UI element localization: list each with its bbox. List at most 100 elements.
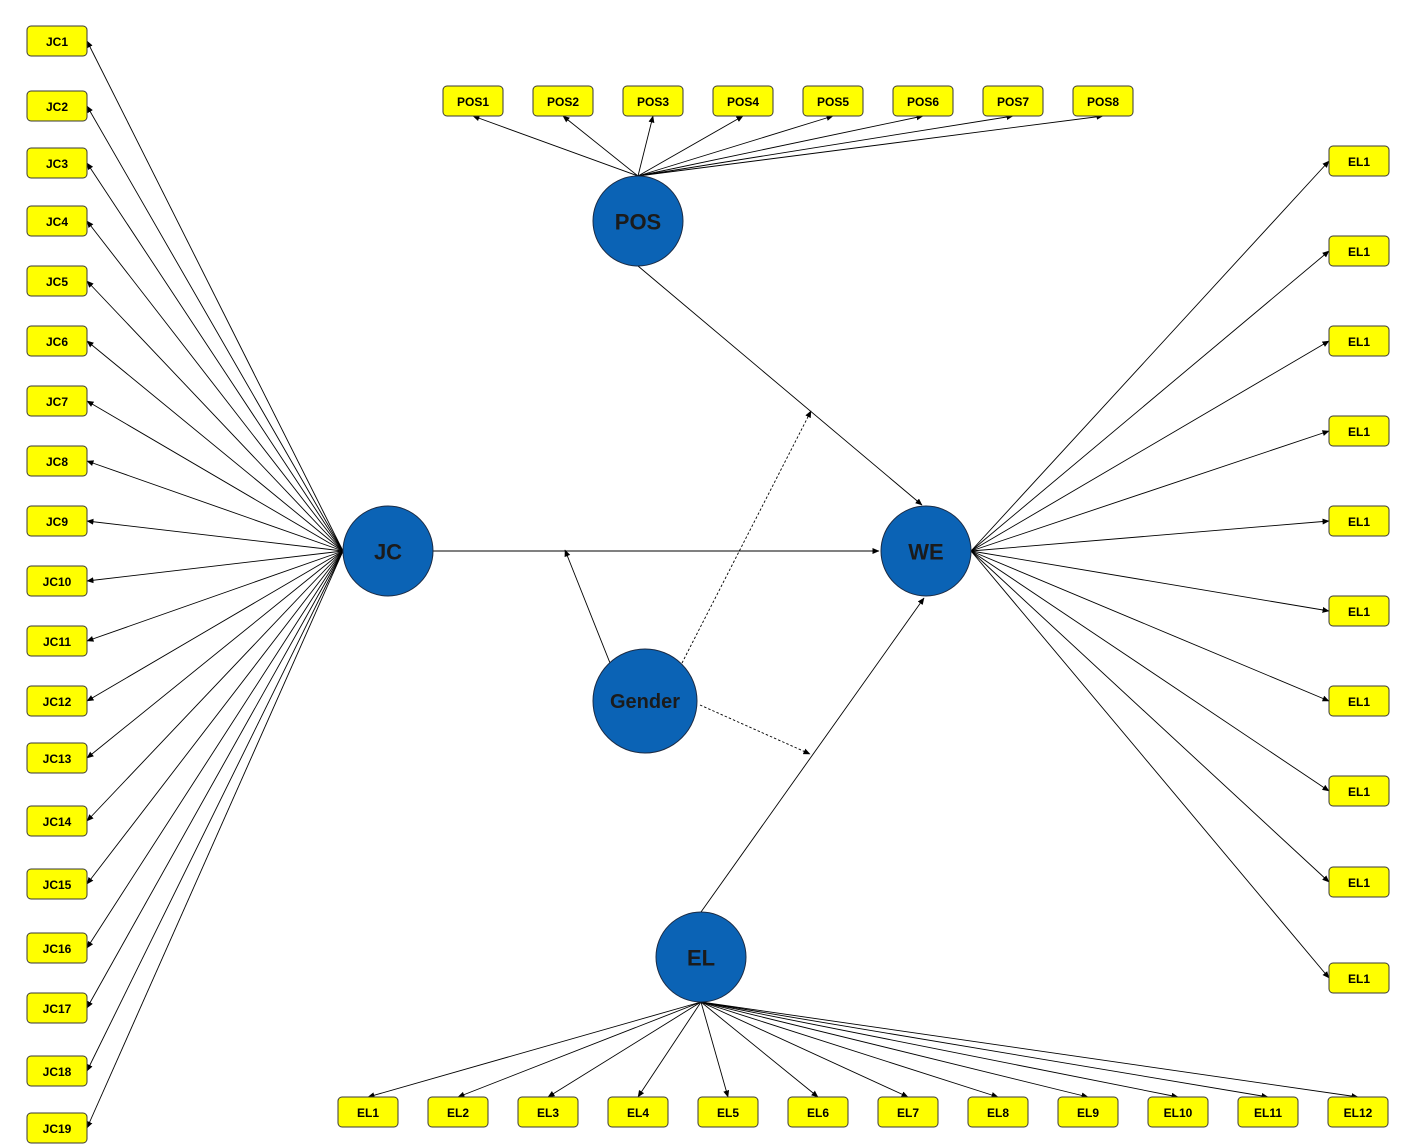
indicator-pos5-label: POS5 [817, 95, 849, 109]
indicator-we2: EL1 [1328, 235, 1390, 267]
edge-we-10 [970, 550, 1330, 979]
indicator-el8-box [967, 1096, 1029, 1128]
indicator-pos5-box [802, 85, 864, 117]
indicator-jc7: JC7 [26, 385, 88, 417]
indicator-pos3-box [622, 85, 684, 117]
indicator-we6-box [1328, 595, 1390, 627]
indicator-pos8-box [1072, 85, 1134, 117]
indicator-jc12-box [26, 685, 88, 717]
indicator-we3: EL1 [1328, 325, 1390, 357]
edge-jc-5 [86, 280, 344, 552]
indicator-jc18-label: JC18 [43, 1065, 72, 1079]
indicator-jc15-box [26, 868, 88, 900]
indicator-jc19: JC19 [26, 1112, 88, 1144]
edge-jc-9 [86, 518, 344, 552]
indicator-el7: EL7 [877, 1096, 939, 1128]
indicator-jc1-label: JC1 [46, 35, 68, 49]
indicator-el1-label: EL1 [357, 1106, 379, 1120]
indicator-we1-box [1328, 145, 1390, 177]
indicator-we3-box [1328, 325, 1390, 357]
latent-el: EL [655, 911, 747, 1003]
indicator-pos1: POS1 [442, 85, 504, 117]
latent-el-label: EL [687, 946, 715, 971]
indicator-el12-label: EL12 [1344, 1106, 1373, 1120]
edge-el-9 [700, 1001, 1089, 1099]
indicator-jc1-box [26, 25, 88, 57]
indicator-jc7-box [26, 385, 88, 417]
indicator-we10-label: EL1 [1348, 972, 1370, 986]
indicator-el9: EL9 [1057, 1096, 1119, 1128]
indicator-el6-box [787, 1096, 849, 1128]
indicator-jc14-box [26, 805, 88, 837]
indicator-pos1-box [442, 85, 504, 117]
indicator-we4-box [1328, 415, 1390, 447]
indicator-el5-box [697, 1096, 759, 1128]
edge-jc-11 [86, 550, 344, 642]
edge-we-9 [970, 550, 1330, 883]
indicator-we1: EL1 [1328, 145, 1390, 177]
indicator-el3: EL3 [517, 1096, 579, 1128]
indicator-el10-label: EL10 [1164, 1106, 1193, 1120]
indicator-jc15: JC15 [26, 868, 88, 900]
edge-el-2 [457, 1001, 702, 1098]
latent-el-circle [655, 911, 747, 1003]
indicator-we7: EL1 [1328, 685, 1390, 717]
indicator-el6-label: EL6 [807, 1106, 829, 1120]
indicator-pos4-label: POS4 [727, 95, 759, 109]
indicator-jc17: JC17 [26, 992, 88, 1024]
indicator-el11-label: EL11 [1254, 1106, 1282, 1120]
indicator-we5: EL1 [1328, 505, 1390, 537]
indicator-el3-box [517, 1096, 579, 1128]
indicator-jc13-box [26, 742, 88, 774]
indicator-we4-label: EL1 [1348, 425, 1370, 439]
indicator-el1-box [337, 1096, 399, 1128]
edge-el-3 [547, 1001, 702, 1098]
edge-we-4 [970, 430, 1330, 552]
edge-el-7 [700, 1001, 909, 1098]
indicator-jc11: JC11 [26, 625, 88, 657]
indicator-pos1-label: POS1 [457, 95, 489, 109]
indicator-jc10-label: JC10 [43, 575, 72, 589]
edge-el-1 [367, 1001, 702, 1099]
latent-gender-circle [592, 648, 698, 754]
indicator-jc12-label: JC12 [43, 695, 72, 709]
edge-we-6 [970, 550, 1330, 613]
indicator-jc6-label: JC6 [46, 335, 68, 349]
latent-gender-label: Gender [610, 691, 680, 713]
edge-jc-2 [86, 105, 344, 552]
edge-el-10 [700, 1001, 1179, 1099]
edge-jc-6 [86, 340, 344, 552]
indicator-jc4-box [26, 205, 88, 237]
indicator-jc8-label: JC8 [46, 455, 68, 469]
indicator-el2-label: EL2 [447, 1106, 469, 1120]
indicator-pos2-box [532, 85, 594, 117]
indicator-jc19-label: JC19 [43, 1122, 72, 1136]
indicator-jc16: JC16 [26, 932, 88, 964]
indicator-we3-label: EL1 [1348, 335, 1370, 349]
indicator-pos6: POS6 [892, 85, 954, 117]
edge-jc-19 [86, 550, 344, 1129]
indicator-we10: EL1 [1328, 962, 1390, 994]
indicator-we4: EL1 [1328, 415, 1390, 447]
indicator-el11-box [1237, 1096, 1299, 1128]
indicator-we9: EL1 [1328, 866, 1390, 898]
indicator-jc16-box [26, 932, 88, 964]
edge-el-8 [700, 1001, 999, 1098]
indicator-pos6-box [892, 85, 954, 117]
indicator-el10-box [1147, 1096, 1209, 1128]
indicator-jc14-label: JC14 [43, 815, 72, 829]
indicator-pos6-label: POS6 [907, 95, 939, 109]
path-gender-pos-we [681, 410, 812, 664]
indicator-el12-box [1327, 1096, 1389, 1128]
latent-we: WE [880, 505, 972, 597]
indicator-pos3-label: POS3 [637, 95, 669, 109]
edge-jc-4 [86, 220, 344, 552]
edge-jc-13 [86, 550, 344, 759]
indicator-el1: EL1 [337, 1096, 399, 1128]
edge-pos-4 [637, 115, 744, 177]
indicator-jc17-label: JC17 [43, 1002, 72, 1016]
indicator-jc18: JC18 [26, 1055, 88, 1087]
indicator-el7-label: EL7 [897, 1106, 919, 1120]
indicator-jc2-label: JC2 [46, 100, 68, 114]
